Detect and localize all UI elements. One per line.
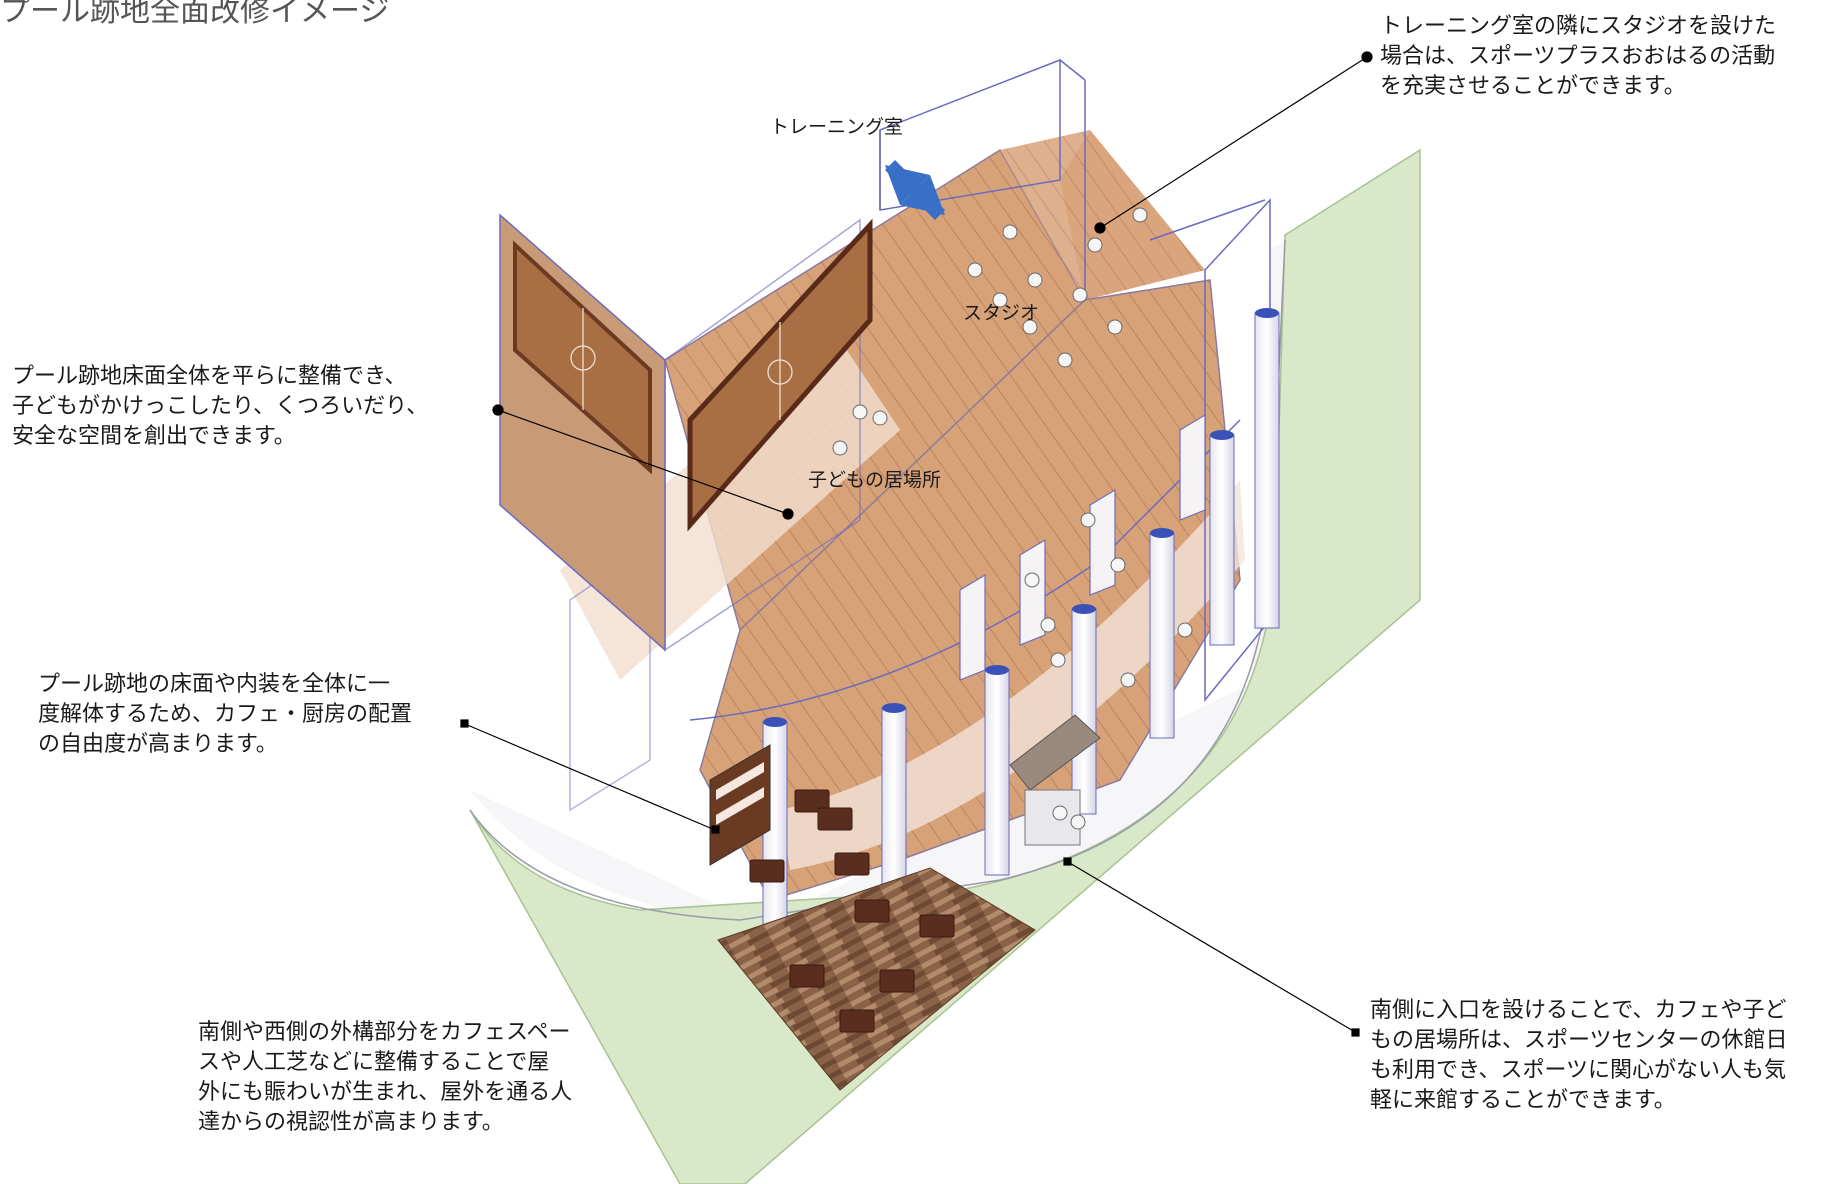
grass-area (469, 148, 1421, 1184)
label-studio: スタジオ (963, 302, 1040, 324)
note-line: を充実させることができます。 (1380, 74, 1686, 99)
ground-base (470, 150, 1420, 925)
note-bottom-right: 南側に入口を設けることで、カフェや子ど もの居場所は、スポーツセンターの休館日 … (1370, 996, 1788, 1116)
double-arrow (885, 160, 945, 220)
note-line: トレーニング室の隣にスタジオを設けた (1380, 14, 1777, 39)
note-line: 子どもがかけっこしたり、くつろいだり、 (12, 394, 429, 419)
note-top-right: トレーニング室の隣にスタジオを設けた 場合は、スポーツプラスおおはるの活動 を充… (1380, 12, 1776, 102)
partition-walls (959, 413, 1206, 681)
note-left-middle: プール跡地の床面や内装を全体に一 度解体するため、カフェ・厨房の配置 の自由度が… (38, 670, 412, 760)
note-line: 度解体するため、カフェ・厨房の配置 (38, 702, 413, 727)
note-line: 場合は、スポーツプラスおおはるの活動 (1380, 44, 1776, 69)
building-footprint-curve (469, 239, 1286, 921)
note-line: もの居場所は、スポーツセンターの休館日 (1370, 1028, 1788, 1053)
court-lines (570, 308, 793, 420)
cafe-tables (749, 789, 955, 1033)
note-left-upper: プール跡地床面全体を平らに整備でき、 子どもがかけっこしたり、くつろいだり、 安… (12, 362, 428, 452)
note-line: 軽に来館することができます。 (1370, 1088, 1676, 1113)
label-kids-area: 子どもの居場所 (808, 469, 942, 491)
note-line: 達からの視認性が高まります。 (198, 1110, 504, 1135)
note-line: 南側や西側の外構部分をカフェスペー (198, 1020, 571, 1045)
entrance (1009, 714, 1101, 846)
note-bottom-left: 南側や西側の外構部分をカフェスペー スや人工芝などに整備することで屋 外にも賑わ… (198, 1018, 572, 1138)
note-line: スや人工芝などに整備することで屋 (198, 1050, 550, 1075)
note-line: 外にも賑わいが生まれ、屋外を通る人 (198, 1080, 573, 1105)
studio-floor-2 (1000, 130, 1205, 300)
note-line: 南側に入口を設けることで、カフェや子ど (1370, 998, 1787, 1023)
note-line: プール跡地の床面や内装を全体に一 (38, 672, 391, 697)
note-line: の自由度が高まります。 (38, 732, 278, 757)
page-title: プール跡地全面改修イメージ (0, 0, 390, 29)
note-line: プール跡地床面全体を平らに整備でき、 (12, 364, 407, 389)
note-line: も利用でき、スポーツに関心がない人も気 (1370, 1058, 1787, 1083)
note-line: 安全な空間を創出できます。 (12, 424, 296, 449)
outdoor-deck (717, 867, 1036, 1091)
leader-lines (460, 51, 1373, 1037)
label-training-room: トレーニング室 (770, 116, 904, 138)
people (832, 207, 1193, 830)
